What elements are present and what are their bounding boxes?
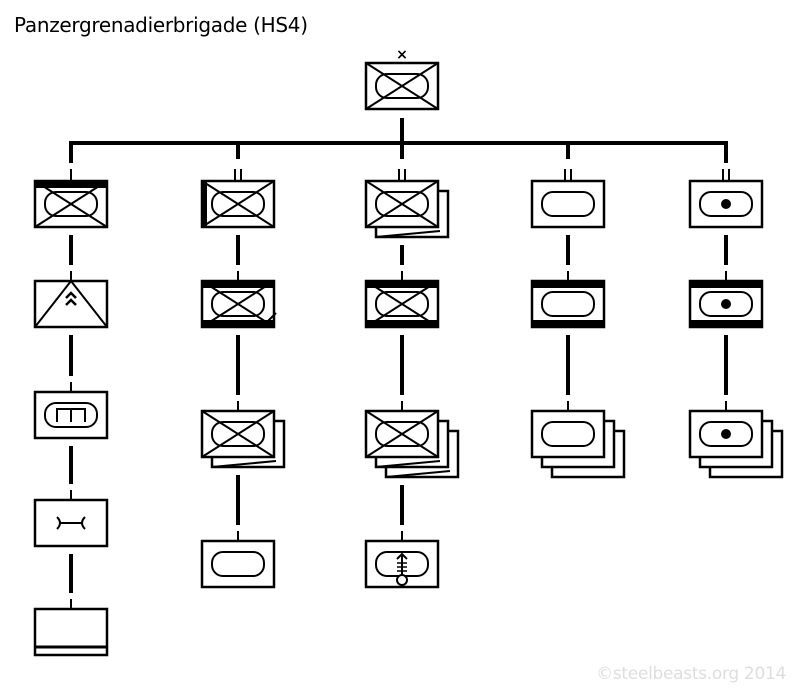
unit-col3-row2	[364, 279, 440, 329]
infantry-cross-line	[365, 180, 439, 228]
infantry-cross-line	[201, 180, 275, 228]
unit-col3-row3	[364, 409, 460, 479]
tracked-vehicle-oval	[211, 291, 265, 317]
unit-col1-row3	[33, 390, 109, 440]
tracked-vehicle-oval	[541, 421, 595, 447]
unit-bar-bottom	[690, 320, 762, 327]
unit-col5-row1	[688, 169, 764, 229]
command-bar	[69, 141, 728, 163]
tracked-vehicle-oval	[44, 402, 98, 428]
tracked-vehicle-oval	[375, 291, 429, 317]
unit-bar-top	[35, 181, 107, 188]
tracked-vehicle-oval	[541, 291, 595, 317]
unit-brigade-hq: ×	[364, 47, 440, 111]
tracked-vehicle-oval	[44, 191, 98, 217]
infantry-cross-line	[201, 280, 275, 328]
infantry-cross-line	[365, 62, 439, 110]
unit-frame	[530, 179, 606, 229]
stack-cross-hint	[375, 460, 441, 468]
tracked-vehicle-oval	[375, 73, 429, 99]
stack-cross-hint	[375, 230, 441, 238]
unit-bar-top	[532, 281, 604, 288]
tracked-vehicle-oval	[699, 191, 753, 217]
infantry-cross-line	[365, 280, 439, 328]
tracked-vehicle-oval	[699, 291, 753, 317]
tracked-vehicle-oval	[375, 421, 429, 447]
unit-col4-row3	[530, 409, 626, 479]
tracked-vehicle-oval	[211, 421, 265, 447]
connector-lines	[69, 118, 728, 609]
artillery-dot	[721, 199, 731, 209]
unit-col3-row4	[364, 539, 440, 589]
copyright-notice: ©steelbeasts.org 2014	[596, 664, 786, 684]
arrow-up-icon	[396, 552, 408, 560]
unit-col4-row1	[530, 169, 606, 229]
unit-col4-row2	[530, 279, 606, 329]
unit-col2-row1	[200, 169, 276, 229]
unit-frame	[33, 279, 109, 329]
unit-frame	[200, 539, 276, 589]
unit-col1-row2	[33, 279, 109, 329]
mortar-baseplate	[396, 574, 408, 586]
stack-cross-hint	[211, 460, 277, 468]
unit-bar-top	[366, 281, 438, 288]
echelon-brigade-icon: ×	[396, 47, 408, 63]
bridge-icon	[56, 408, 86, 422]
unit-col1-row4	[33, 498, 109, 548]
unit-col5-row2	[688, 279, 764, 329]
chevron-icon	[65, 298, 77, 306]
tracked-vehicle-oval	[699, 421, 753, 447]
unit-symbols: ×	[33, 47, 784, 657]
page-title: Panzergrenadierbrigade (HS4)	[14, 13, 308, 37]
artillery-dot	[721, 299, 731, 309]
stack-cross-hint	[385, 470, 451, 478]
unit-col2-row4	[200, 539, 276, 589]
recon-slash	[263, 312, 277, 326]
unit-bar-top	[202, 281, 274, 288]
chevron-icon	[65, 291, 77, 299]
unit-col2-row3	[200, 409, 286, 469]
unit-col1-row1	[33, 169, 109, 229]
wrench-jaw-icon	[56, 516, 61, 530]
artillery-dot	[721, 429, 731, 439]
unit-col3-row1	[364, 169, 450, 239]
engineer-triangle	[34, 279, 108, 328]
unit-col1-row5	[33, 607, 109, 657]
unit-frame	[530, 409, 606, 459]
infantry-cross-line	[365, 410, 439, 458]
unit-bar-top	[690, 281, 762, 288]
unit-bar-left	[202, 181, 207, 227]
tracked-vehicle-oval	[375, 191, 429, 217]
unit-bar-bottom	[366, 320, 438, 327]
wrench-jaw-icon	[81, 516, 86, 530]
infantry-cross-line	[34, 180, 108, 228]
tracked-vehicle-oval	[211, 191, 265, 217]
tracked-vehicle-oval	[541, 191, 595, 217]
unit-col2-row2	[200, 279, 277, 329]
unit-col5-row3	[688, 409, 784, 479]
tracked-vehicle-oval	[211, 551, 265, 577]
unit-bar-bottom	[202, 320, 274, 327]
unit-bar-bottom	[532, 320, 604, 327]
infantry-cross-line	[201, 410, 275, 458]
